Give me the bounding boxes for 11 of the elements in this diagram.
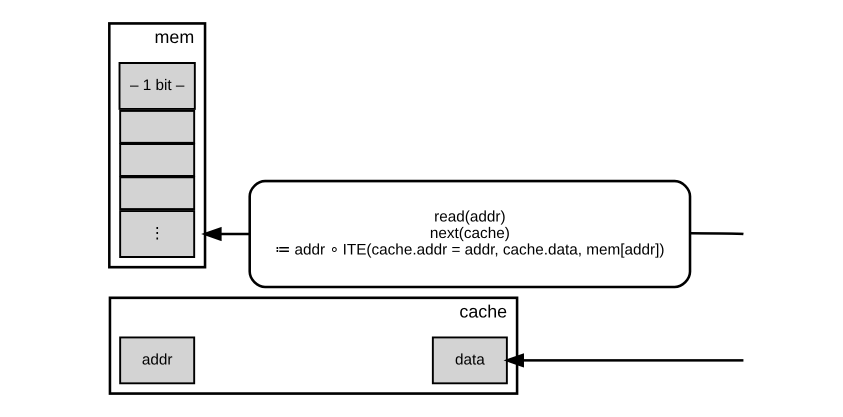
- node-box: [118, 176, 195, 210]
- arrow: [503, 353, 743, 368]
- node-box: [118, 143, 195, 177]
- arrow: [200, 226, 249, 242]
- connector: [690, 232, 744, 236]
- node-box: ⋮: [118, 210, 195, 258]
- node-box: [118, 110, 195, 144]
- node-box: read(addr) next(cache) ≔ addr ∘ ITE(cache.addr = addr, cache.data, mem[addr]): [248, 180, 691, 288]
- node-box: – 1 bit –: [118, 62, 196, 110]
- node-box: addr: [118, 336, 195, 384]
- node-box: data: [431, 336, 508, 384]
